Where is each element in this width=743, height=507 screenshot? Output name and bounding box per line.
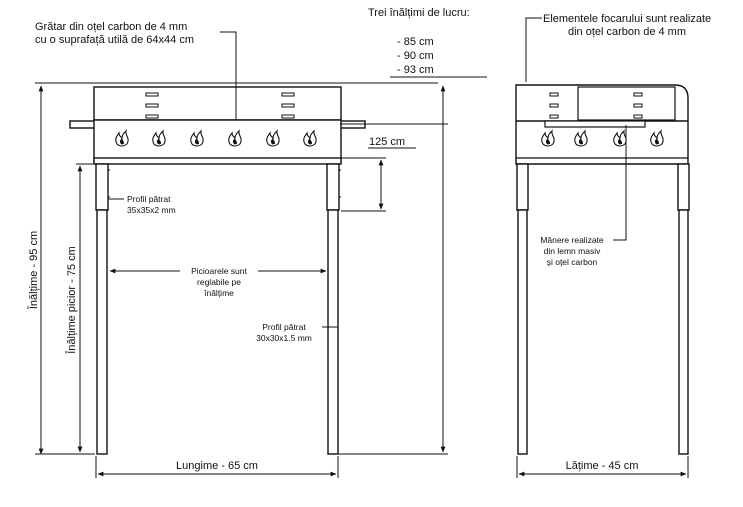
length-label: Lungime - 65 cm [176,460,258,472]
legs-adjustable-line3: înălțime [203,288,234,298]
width-label: Lățime - 45 cm [566,460,639,472]
front-legs [95,163,340,455]
side-legs [516,163,690,455]
side-handle-bar [544,120,646,128]
handles-label-line2: din lemn masiv [544,246,601,256]
firebox-label-line1: Elementele focarului sunt realizate [543,13,711,25]
front-handle-left [69,120,96,129]
handles-label-line3: și oțel carbon [547,257,598,267]
front-bottom-tray [93,157,342,165]
profile-35-label-line1: Profil pătrat [127,194,171,204]
leg-height-label: Înălțime picior - 75 cm [65,246,78,355]
grate-label-line2: cu o suprafață utilă de 64x44 cm [35,34,194,46]
height-option-90: - 90 cm [397,50,434,62]
front-view [69,86,366,455]
legs-adjustable-line1: Picioarele sunt [191,266,247,276]
heights-title: Trei înălțimi de lucru: [368,7,470,19]
height-option-93: - 93 cm [397,64,434,76]
front-vent-slots [145,92,295,119]
total-height-label: Înălțime - 95 cm [27,231,40,310]
profile-30-label-line1: Profil pătrat [262,322,306,332]
handles-label-line1: Mânere realizate [540,235,604,245]
legs-adjustable-line2: reglabile pe [197,277,241,287]
profile-30-label-line2: 30x30x1.5 mm [256,333,312,343]
grate-label-line1: Grătar din oțel carbon de 4 mm [35,21,187,33]
front-back-panel [93,86,342,121]
side-inner-panel [577,86,676,121]
side-handle-rungs [549,92,643,119]
profile-35-label-line2: 35x35x2 mm [127,205,176,215]
dimension-lines [35,17,689,478]
dimension-125-label: 125 cm [369,136,405,148]
firebox-label-line2: din oțel carbon de 4 mm [568,26,686,38]
side-view [515,84,690,455]
height-option-85: - 85 cm [397,36,434,48]
